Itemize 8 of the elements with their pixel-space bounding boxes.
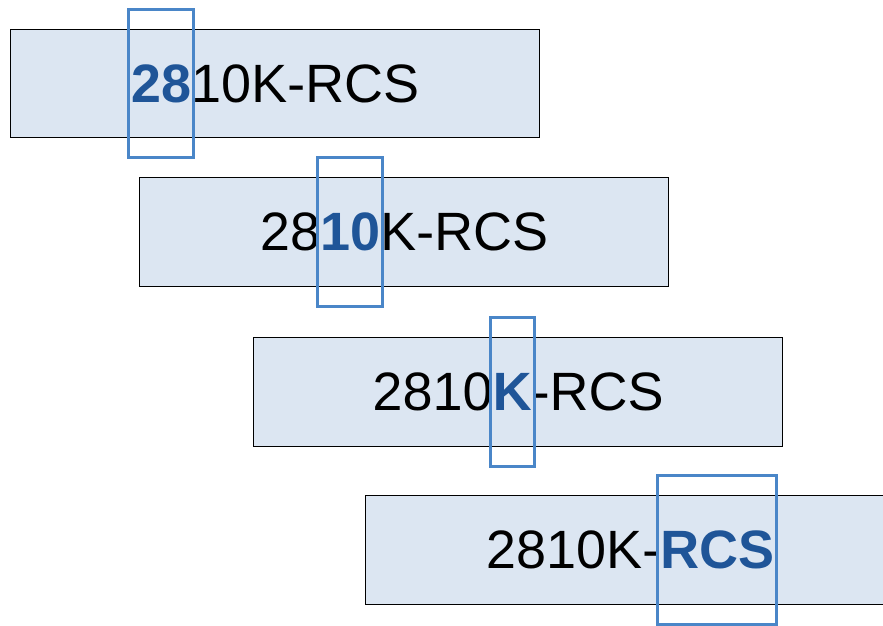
part-code: 2810K-RCS bbox=[372, 365, 664, 419]
part-code-box bbox=[253, 337, 783, 447]
part-code: 2810K-RCS bbox=[486, 523, 774, 577]
part-code-box bbox=[10, 29, 540, 138]
part-code: 2810K-RCS bbox=[130, 56, 420, 110]
part-code-box bbox=[139, 177, 669, 287]
part-code-box bbox=[365, 495, 883, 605]
part-code: 2810K-RCS bbox=[260, 205, 548, 259]
